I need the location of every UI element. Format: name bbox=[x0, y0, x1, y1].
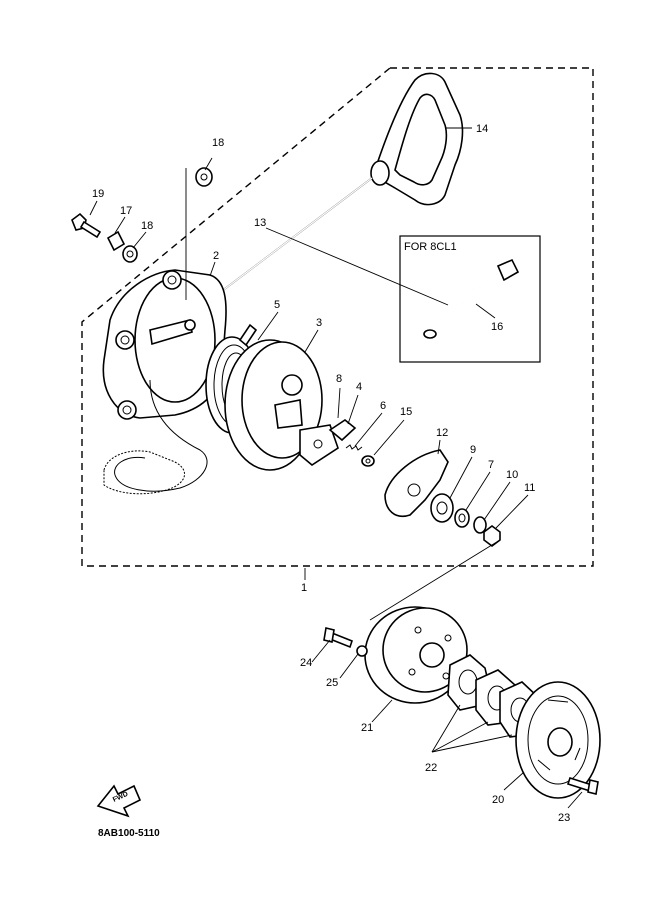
part-8-pawl bbox=[299, 424, 339, 466]
callout-5: 5 bbox=[274, 299, 280, 311]
starter-cord-loop bbox=[114, 379, 208, 492]
part-15-washer bbox=[361, 455, 375, 467]
part-18-bushing-lower bbox=[122, 245, 138, 263]
callout-23: 23 bbox=[558, 812, 570, 824]
callout-25: 25 bbox=[326, 677, 338, 689]
part-4-pawl-spring bbox=[328, 419, 357, 442]
part-2-starter-case bbox=[102, 269, 227, 420]
callout-6: 6 bbox=[380, 400, 386, 412]
callout-24: 24 bbox=[300, 657, 312, 669]
part-21-pulley bbox=[364, 606, 468, 704]
callout-17: 17 bbox=[120, 205, 132, 217]
callout-1: 1 bbox=[301, 582, 307, 594]
part-10-washer bbox=[473, 516, 487, 534]
callout-8: 8 bbox=[336, 373, 342, 385]
inset-title: FOR 8CL1 bbox=[404, 241, 457, 253]
callout-21: 21 bbox=[361, 722, 373, 734]
callout-10: 10 bbox=[506, 469, 518, 481]
callout-4: 4 bbox=[356, 381, 362, 393]
part-16-rope bbox=[423, 258, 520, 339]
part-12-drive-plate bbox=[384, 449, 449, 517]
part-14-handle bbox=[370, 72, 464, 206]
leader-lines bbox=[89, 127, 583, 809]
fwd-arrow-icon: FWD bbox=[96, 784, 142, 818]
callout-7: 7 bbox=[488, 459, 494, 471]
part-6-spring bbox=[345, 444, 363, 451]
part-18-bushing-upper bbox=[195, 167, 213, 187]
part-code: 8AB100-5110 bbox=[98, 828, 160, 839]
callout-14: 14 bbox=[476, 123, 488, 135]
part-11-nut bbox=[483, 525, 501, 547]
callout-9: 9 bbox=[470, 444, 476, 456]
assembly-boundary bbox=[81, 67, 594, 567]
callout-20: 20 bbox=[492, 794, 504, 806]
inset-box bbox=[399, 235, 541, 363]
callout-12: 12 bbox=[436, 427, 448, 439]
part-20-cover-plate bbox=[515, 681, 601, 799]
callout-19: 19 bbox=[92, 188, 104, 200]
part-17-collar bbox=[106, 230, 126, 252]
part-9-washer bbox=[430, 493, 454, 523]
callout-3: 3 bbox=[316, 317, 322, 329]
callout-13: 13 bbox=[254, 217, 266, 229]
part-7-washer bbox=[454, 508, 470, 528]
callout-18-lower: 18 bbox=[141, 220, 153, 232]
part-19-bolt bbox=[71, 212, 102, 239]
callout-18-upper: 18 bbox=[212, 137, 224, 149]
callout-16: 16 bbox=[491, 321, 503, 333]
part-25-washer bbox=[356, 645, 368, 657]
callout-15: 15 bbox=[400, 406, 412, 418]
callout-2: 2 bbox=[213, 250, 219, 262]
callout-11: 11 bbox=[524, 482, 535, 494]
callout-22: 22 bbox=[425, 762, 437, 774]
